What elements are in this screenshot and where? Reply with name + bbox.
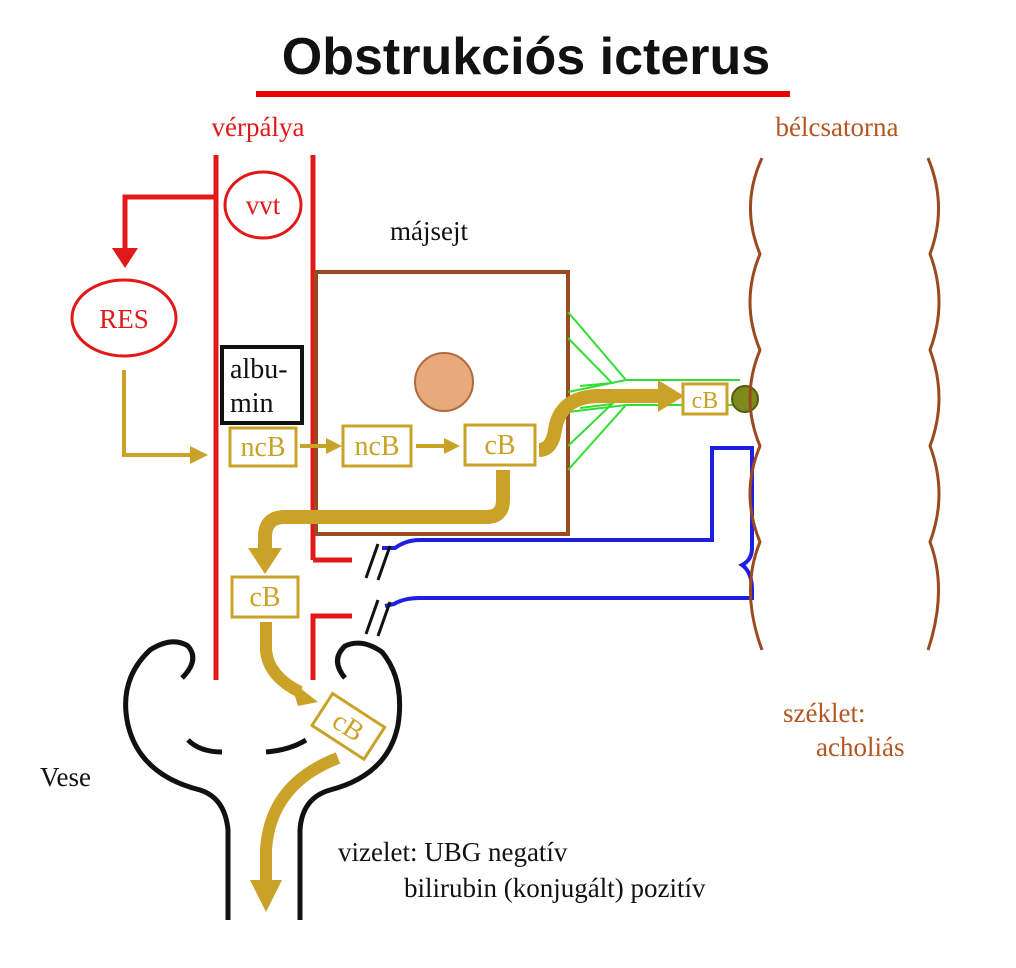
stool-label-1: széklet: (783, 698, 865, 728)
obstruction-plug (731, 385, 759, 413)
gold-arrow-res-to-ncb (122, 370, 196, 457)
albumin-box (220, 345, 304, 425)
thick-arrow-urine-head (250, 880, 282, 912)
thick-arrow-intestine-head (658, 380, 684, 412)
blood-path-label: vérpálya (212, 112, 305, 142)
red-arrow-to-res (122, 194, 216, 258)
urine-label-1: vizelet: UBG negatív (338, 837, 568, 867)
intestine-wall-left (748, 157, 764, 651)
thick-arrow-reflux-head (248, 548, 282, 574)
intestine-wall-right (926, 157, 941, 651)
thick-arrow-reflux-to-blood (258, 470, 510, 552)
gold-arrow-cb-head (444, 438, 460, 454)
thick-arrow-kidney-head (290, 680, 318, 706)
liver-cell-nucleus (414, 352, 474, 412)
thick-arrow-to-urine (260, 752, 341, 885)
ncb-blood-box (228, 426, 298, 468)
kidney-label: Vese (40, 762, 91, 792)
cb-kidney-group: cB (309, 691, 387, 762)
intestine-label: bélcsatorna (776, 112, 899, 142)
stool-label-2: acholiás (816, 732, 904, 762)
rbc-label: vvt (246, 190, 281, 220)
duct-break-marks (364, 543, 392, 637)
page-title: Obstrukciós icterus (282, 28, 770, 86)
cb-kidney-box (309, 691, 387, 762)
ncb-liver-label: ncB (354, 431, 399, 462)
albumin-label-1: albu- (230, 354, 288, 385)
res-ellipse (70, 278, 178, 358)
red-arrow-head (112, 248, 138, 268)
thick-arrow-blood-to-kidney (260, 622, 303, 698)
ncb-blood-label: ncB (240, 432, 285, 463)
ncb-liver-box (341, 424, 413, 468)
thick-arrow-cb-to-intestine (538, 389, 664, 457)
vessel-wall-right-lower (310, 613, 352, 680)
bile-duct-blue (382, 446, 754, 608)
bile-ducts-green (567, 311, 740, 471)
liver-cell-label: májsejt (390, 216, 468, 246)
cb-liver-label: cB (484, 430, 515, 461)
rbc-ellipse (223, 170, 303, 240)
albumin-label-2: min (230, 388, 274, 419)
gold-arrow-ncb-head (326, 438, 342, 454)
cb-blood-box (230, 575, 300, 619)
urine-label-2: bilirubin (konjugált) pozitív (404, 873, 706, 903)
cb-intestine-label: cB (692, 388, 719, 414)
cb-liver-box (463, 423, 537, 467)
cb-blood-label: cB (249, 582, 280, 613)
gold-arrow-res-head (190, 446, 208, 464)
cb-intestine-box (681, 382, 729, 416)
kidney-shape (123, 639, 403, 920)
res-label: RES (99, 304, 149, 334)
